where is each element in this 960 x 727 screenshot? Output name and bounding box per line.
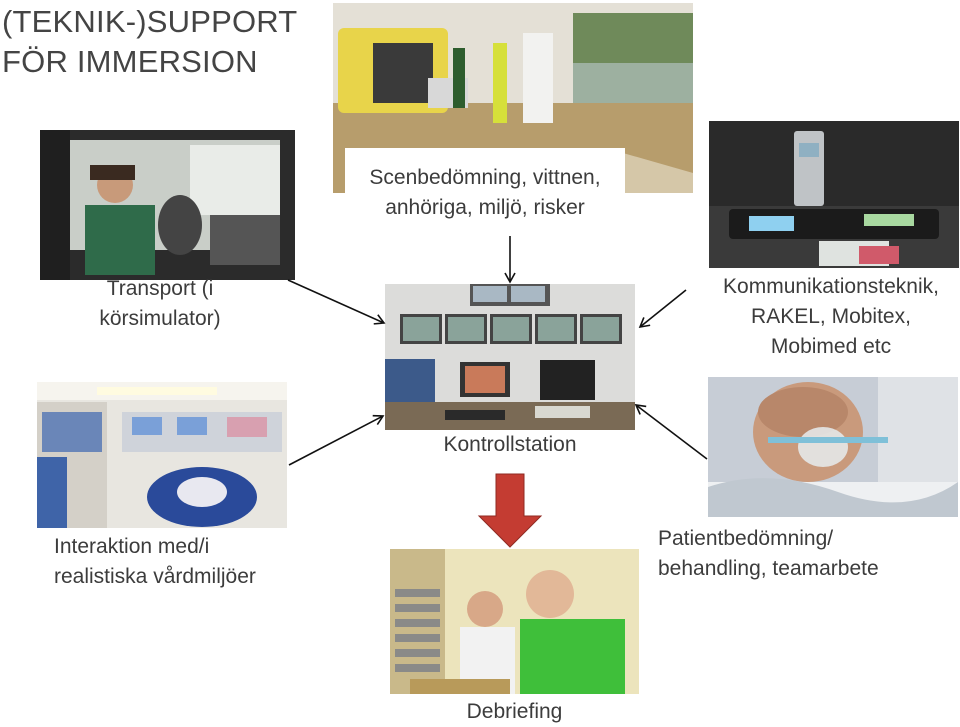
arrow-communication-to-control (638, 289, 687, 329)
transport-label-line-2: körsimulator) (99, 307, 221, 330)
scene-label: Scenbedömning, vittnen, anhöriga, miljö,… (345, 148, 625, 239)
patient-label-line-1: Patientbedömning/ (658, 527, 834, 550)
debriefing-label-text: Debriefing (466, 700, 563, 723)
title-line-1: (TEKNIK-)SUPPORT (2, 4, 298, 39)
scene-label-line-2: anhöriga, miljö, risker (385, 196, 585, 219)
communication-label-line-3: Mobimed etc (770, 335, 892, 358)
transport-photo (40, 130, 295, 280)
interaction-label: Interaktion med/i realistiska vårdmiljöe… (44, 528, 314, 602)
transport-label: Transport (i körsimulator) (75, 270, 245, 340)
scene-label-line-1: Scenbedömning, vittnen, (369, 166, 601, 189)
control-station-label-text: Kontrollstation (443, 433, 577, 456)
communication-label: Kommunikationsteknik, RAKEL, Mobitex, Mo… (700, 272, 960, 362)
interaction-label-line-2: realistiska vårdmiljöer (54, 565, 256, 588)
patient-photo (708, 377, 958, 517)
slide-title: (TEKNIK-)SUPPORT FÖR IMMERSION (2, 2, 297, 82)
arrow-transport-to-control (287, 279, 386, 325)
patient-label: Patientbedömning/ behandling, teamarbete (658, 524, 953, 584)
interaction-label-line-1: Interaktion med/i (54, 535, 210, 558)
scene-photo (333, 3, 693, 193)
debriefing-photo (390, 549, 639, 694)
control-station-label: Kontrollstation (385, 430, 635, 460)
interaction-photo (37, 382, 287, 528)
arrow-interaction-to-control (288, 414, 385, 466)
communication-label-line-2: RAKEL, Mobitex, (751, 305, 911, 328)
debriefing-label: Debriefing (390, 697, 639, 727)
arrow-patient-to-control (634, 404, 708, 460)
communication-photo (709, 121, 959, 268)
control-station-photo (385, 284, 635, 430)
title-line-2: FÖR IMMERSION (2, 44, 258, 79)
transport-label-line-1: Transport (i (106, 277, 214, 300)
patient-label-line-2: behandling, teamarbete (658, 557, 879, 580)
communication-label-line-1: Kommunikationsteknik, (723, 275, 939, 298)
big-arrow-to-debriefing (477, 473, 543, 548)
